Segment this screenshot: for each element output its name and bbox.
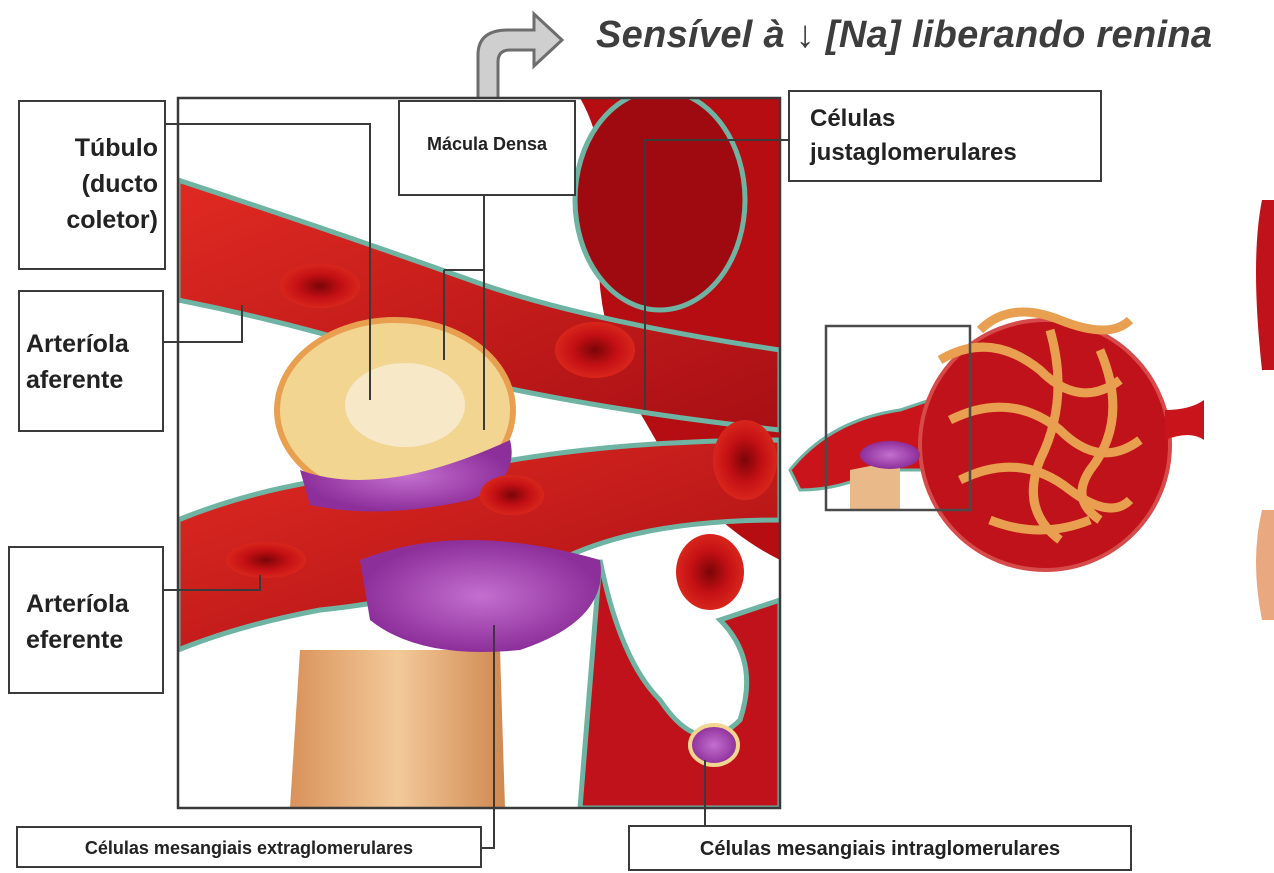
label-celulas-justaglomerulares: Células justaglomerulares	[788, 90, 1102, 182]
label-tubulo: Túbulo (ducto coletor)	[18, 100, 166, 270]
renin-annotation: Sensível à ↓ [Na] liberando renina	[596, 14, 1212, 57]
juxtaglomerular-detail	[178, 90, 780, 808]
label-mesangiais-extraglomerulares: Células mesangiais extraglomerulares	[16, 826, 482, 868]
label-arteriola-aferente: Arteríola aferente	[18, 290, 164, 432]
curved-arrow-icon	[478, 14, 562, 104]
label-macula-densa: Mácula Densa	[398, 100, 576, 196]
glomerulus-overview	[790, 200, 1274, 620]
label-arteriola-eferente: Arteríola eferente	[8, 546, 164, 694]
label-mesangiais-intraglomerulares: Células mesangiais intraglomerulares	[628, 825, 1132, 871]
